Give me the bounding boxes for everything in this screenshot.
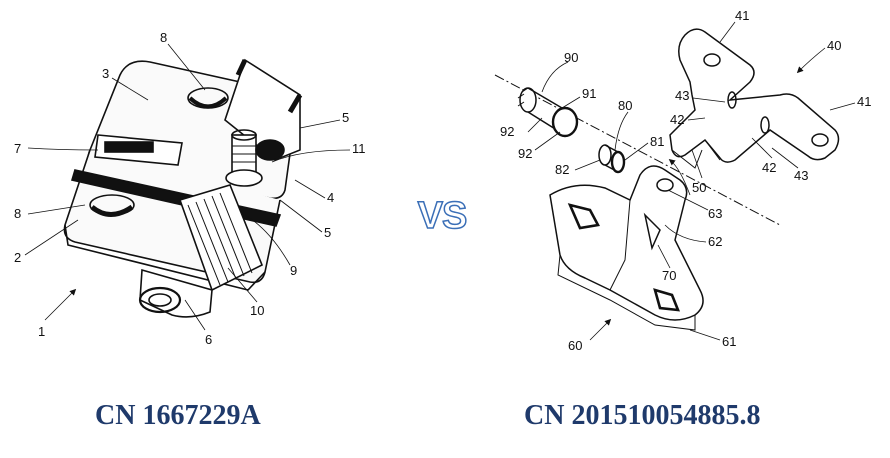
label-92-left: 92 bbox=[500, 124, 514, 139]
label-41-top: 41 bbox=[735, 8, 749, 23]
label-7: 7 bbox=[14, 141, 21, 156]
left-part-labels: 8 3 7 8 2 5 11 4 5 9 10 6 1 bbox=[14, 30, 366, 347]
label-11: 11 bbox=[352, 141, 366, 156]
label-81: 81 bbox=[650, 134, 664, 149]
label-1: 1 bbox=[38, 324, 45, 339]
label-9: 9 bbox=[290, 263, 297, 278]
label-70: 70 bbox=[662, 268, 676, 283]
label-2: 2 bbox=[14, 250, 21, 265]
right-part-labels: 90 91 92 92 80 81 82 41 40 41 43 42 42 4… bbox=[500, 8, 871, 353]
right-patent-number: CN 201510054885.8 bbox=[524, 400, 761, 431]
left-drawing-svg: 8 3 7 8 2 5 11 4 5 9 10 6 1 bbox=[14, 30, 366, 347]
label-80: 80 bbox=[618, 98, 632, 113]
label-62: 62 bbox=[708, 234, 722, 249]
label-43-right: 43 bbox=[794, 168, 808, 183]
label-40: 40 bbox=[827, 38, 841, 53]
label-90: 90 bbox=[564, 50, 578, 65]
label-3: 3 bbox=[102, 66, 109, 81]
label-82: 82 bbox=[555, 162, 569, 177]
label-42-right: 42 bbox=[762, 160, 776, 175]
right-leader-lines bbox=[527, 21, 856, 341]
label-91: 91 bbox=[582, 86, 596, 101]
left-patent-number: CN 1667229A bbox=[95, 400, 261, 431]
label-61: 61 bbox=[722, 334, 736, 349]
label-42-left: 42 bbox=[670, 112, 684, 127]
label-10: 10 bbox=[250, 303, 264, 318]
label-60: 60 bbox=[568, 338, 582, 353]
label-8-top: 8 bbox=[160, 30, 167, 45]
left-leader-lines bbox=[24, 43, 351, 331]
label-8-bottom: 8 bbox=[14, 206, 21, 221]
right-drawing-svg: 90 91 92 92 80 81 82 41 40 41 43 42 42 4… bbox=[494, 8, 871, 353]
label-5-top: 5 bbox=[342, 110, 349, 125]
vs-label: VS bbox=[417, 194, 468, 238]
label-6: 6 bbox=[205, 332, 212, 347]
left-patent-drawing: 8 3 7 8 2 5 11 4 5 9 10 6 1 bbox=[0, 0, 400, 370]
label-63: 63 bbox=[708, 206, 722, 221]
label-43-left: 43 bbox=[675, 88, 689, 103]
label-5-bottom: 5 bbox=[324, 225, 331, 240]
label-50: 50 bbox=[692, 180, 706, 195]
label-41-right: 41 bbox=[857, 94, 871, 109]
bracket-assembly-drawing bbox=[494, 28, 840, 331]
hinge-plate-drawing bbox=[63, 58, 303, 318]
label-92-bottom: 92 bbox=[518, 146, 532, 161]
label-4: 4 bbox=[327, 190, 334, 205]
right-patent-drawing: 90 91 92 92 80 81 82 41 40 41 43 42 42 4… bbox=[480, 0, 890, 370]
